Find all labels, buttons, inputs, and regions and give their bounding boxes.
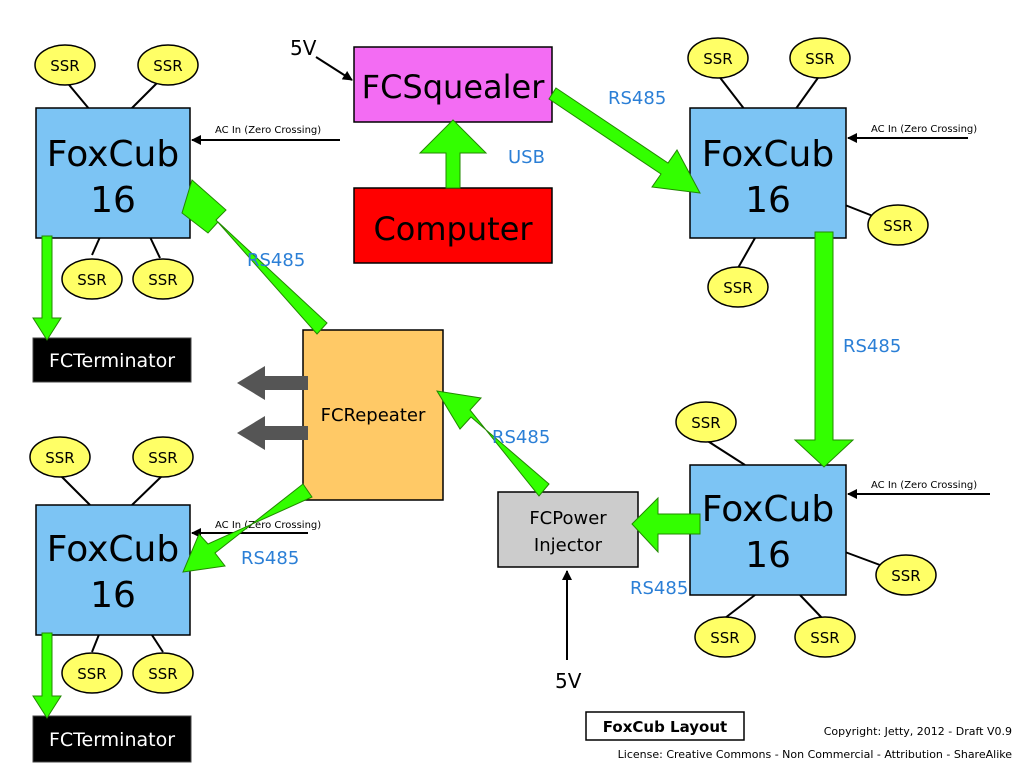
ac-in-labels: AC In (Zero Crossing) AC In (Zero Crossi… [215,124,977,531]
ac-in-label: AC In (Zero Crossing) [215,125,321,136]
foxcub-bl-label: FoxCub [47,529,179,570]
ssr-node: SSR [29,436,91,478]
fcterminator-bottom: FCTerminator [32,715,192,763]
copyright-text: Copyright: Jetty, 2012 - Draft V0.9 [824,725,1012,738]
ac-in-label: AC In (Zero Crossing) [215,520,321,531]
rs485-label: RS485 [608,88,666,109]
svg-text:SSR: SSR [153,57,182,75]
svg-text:SSR: SSR [723,279,752,297]
foxcub-bottom-left: FoxCub 16 [35,504,191,636]
svg-text:SSR: SSR [703,50,732,68]
ssr-node: SSR [132,258,194,300]
repeater-output-arrow [237,366,308,400]
usb-label: USB [508,147,545,168]
ssr-nodes: SSR SSR SSR SSR SSR SSR SSR SSR SSR SSR … [29,37,937,694]
foxcub-tr-channels: 16 [745,180,791,221]
rs485-label: RS485 [630,578,688,599]
svg-text:SSR: SSR [148,449,177,467]
svg-text:SSR: SSR [77,665,106,683]
computer-box: Computer [353,187,553,264]
ssr-node: SSR [794,616,856,658]
ssr-node: SSR [132,436,194,478]
footer: FoxCub Layout Copyright: Jetty, 2012 - D… [585,711,1013,761]
rs485-label: RS485 [843,336,901,357]
ssr-node: SSR [61,652,123,694]
ac-in-label: AC In (Zero Crossing) [871,124,977,135]
terminator-arrow [32,632,62,719]
license-text: License: Creative Commons - Non Commerci… [618,748,1013,761]
svg-text:SSR: SSR [805,50,834,68]
rs485-arrow [631,496,701,554]
svg-text:SSR: SSR [148,271,177,289]
injector-label-2: Injector [534,535,603,556]
foxcub-tl-label: FoxCub [47,134,179,175]
computer-label: Computer [373,210,533,248]
rs485-arrow [182,483,313,573]
ssr-node: SSR [694,616,756,658]
ssr-node: SSR [34,44,96,86]
diagram-title: FoxCub Layout [603,718,727,736]
fcsquealer-box: FCSquealer [353,46,553,123]
rs485-arrow [181,179,328,335]
fcterminator-top: FCTerminator [32,337,192,383]
injector-label-1: FCPower [529,508,607,529]
power-5v-label: 5V [290,36,317,60]
fcrepeater-box: FCRepeater [302,329,444,501]
svg-text:SSR: SSR [810,629,839,647]
ssr-node: SSR [789,37,851,79]
link-arrows [32,87,855,719]
fcrepeater-label: FCRepeater [321,405,426,426]
foxcub-br-label: FoxCub [702,489,834,530]
ssr-connectors [59,74,881,653]
svg-text:SSR: SSR [710,629,739,647]
rs485-arrow [548,87,701,194]
svg-text:SSR: SSR [77,271,106,289]
fcsquealer-label: FCSquealer [362,68,546,106]
link-labels: USB RS485 RS485 RS485 RS485 RS485 RS485 [241,88,901,599]
ssr-node: SSR [61,258,123,300]
svg-text:SSR: SSR [691,414,720,432]
rs485-arrow [436,390,550,497]
svg-text:SSR: SSR [891,567,920,585]
repeater-output-arrow [237,416,308,450]
fcterminator-bottom-label: FCTerminator [49,729,175,751]
svg-text:SSR: SSR [148,665,177,683]
fcterminator-top-label: FCTerminator [49,350,175,372]
thin-arrows [191,56,990,660]
rs485-arrow [793,231,855,468]
ssr-node: SSR [875,554,937,596]
svg-text:SSR: SSR [45,449,74,467]
power-5v-label: 5V [555,669,582,693]
foxcub-bl-channels: 16 [90,575,136,616]
foxcub-top-left: FoxCub 16 [35,107,191,239]
foxcub-top-right: FoxCub 16 [689,107,847,239]
foxcub-tr-label: FoxCub [702,134,834,175]
foxcub-bottom-right: FoxCub 16 [689,464,847,596]
ssr-node: SSR [132,652,194,694]
rs485-label: RS485 [492,427,550,448]
repeater-outputs [237,366,308,450]
ssr-node: SSR [867,204,929,246]
rs485-label: RS485 [247,250,305,271]
power-5v-arrow [315,56,353,81]
svg-text:SSR: SSR [50,57,79,75]
foxcub-br-channels: 16 [745,535,791,576]
ac-in-label: AC In (Zero Crossing) [871,480,977,491]
ssr-node: SSR [137,44,199,86]
usb-arrow [418,119,488,189]
ssr-node: SSR [687,37,749,79]
ssr-node: SSR [675,401,737,443]
svg-text:SSR: SSR [883,217,912,235]
rs485-label: RS485 [241,548,299,569]
foxcub-tl-channels: 16 [90,180,136,221]
fcpower-injector-box: FCPower Injector [497,491,639,568]
ssr-node: SSR [707,266,769,308]
terminator-arrow [32,235,62,341]
